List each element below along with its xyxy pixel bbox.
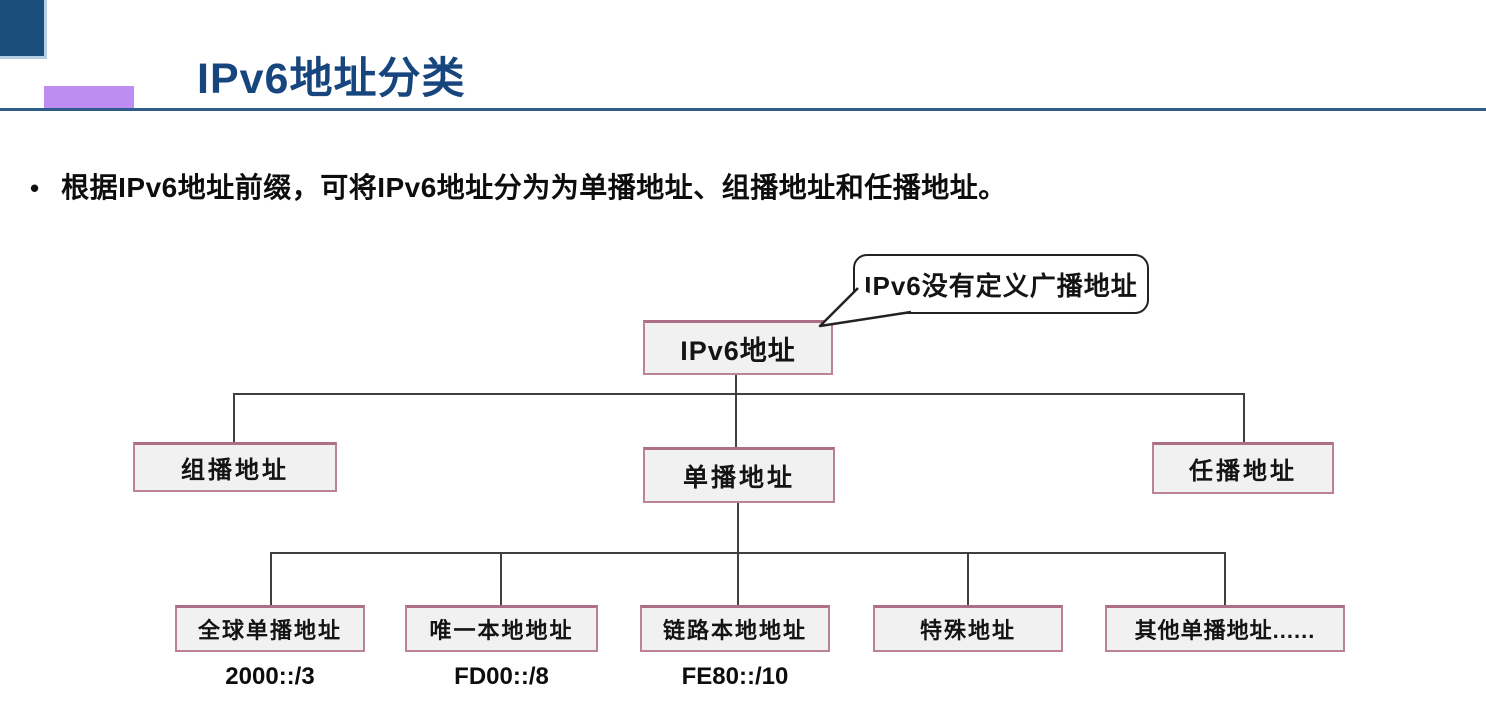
corner-accent-square — [0, 0, 47, 59]
connector-level3-bus — [270, 552, 1226, 554]
connector-drop-special — [967, 552, 969, 605]
connector-drop-anycast — [1243, 393, 1245, 442]
connector-drop-unique — [500, 552, 502, 605]
connector-drop-global — [270, 552, 272, 605]
prefix-label-unique-local: FD00::/8 — [454, 663, 549, 690]
prefix-label-global-unicast: 2000::/3 — [225, 663, 315, 690]
callout-bubble: IPv6没有定义广播地址 — [853, 254, 1149, 314]
connector-drop-linklocal — [737, 552, 739, 605]
tree-node-other-unicast: 其他单播地址...... — [1105, 605, 1345, 652]
tree-node-multicast: 组播地址 — [133, 442, 337, 492]
tree-node-unicast: 单播地址 — [643, 447, 835, 503]
tree-node-link-local: 链路本地地址 — [640, 605, 830, 652]
connector-level2-bus — [233, 393, 1245, 395]
tree-node-global-unicast: 全球单播地址 — [175, 605, 365, 652]
connector-drop-other — [1224, 552, 1226, 605]
connector-unicast-stem — [737, 503, 739, 554]
connector-drop-multicast — [233, 393, 235, 442]
bullet-line: • 根据IPv6地址前缀，可将IPv6地址分为为单播地址、组播地址和任播地址。 — [30, 170, 1007, 206]
header-divider-line — [0, 108, 1486, 111]
callout-tail-icon — [818, 287, 912, 328]
purple-accent-bar — [44, 86, 134, 110]
page-title: IPv6地址分类 — [197, 55, 466, 103]
bullet-text: 根据IPv6地址前缀，可将IPv6地址分为为单播地址、组播地址和任播地址。 — [61, 172, 1007, 203]
bullet-marker: • — [30, 173, 40, 203]
prefix-label-link-local: FE80::/10 — [681, 663, 789, 690]
tree-node-special: 特殊地址 — [873, 605, 1063, 652]
tree-node-anycast: 任播地址 — [1152, 442, 1334, 494]
tree-node-ipv6-address: IPv6地址 — [643, 320, 833, 375]
connector-drop-unicast — [735, 393, 737, 447]
tree-node-unique-local: 唯一本地地址 — [405, 605, 598, 652]
connector-root-stem — [735, 375, 737, 395]
